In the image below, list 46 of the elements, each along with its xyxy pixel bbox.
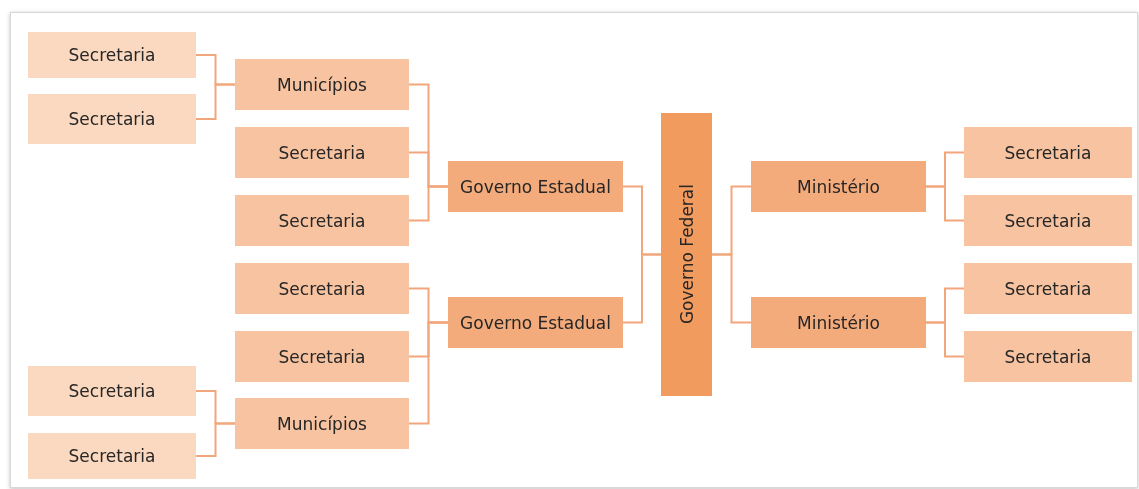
box-label: Secretaria (1004, 346, 1092, 367)
org-box (28, 94, 196, 144)
org-box (964, 195, 1132, 246)
box-label: Municípios (277, 413, 367, 434)
connector-line (408, 321, 449, 425)
box-label: Ministério (797, 312, 880, 333)
org-box (235, 331, 409, 382)
org-box (964, 263, 1132, 314)
org-box (235, 195, 409, 246)
vertical-box (661, 113, 712, 396)
connector-line (925, 185, 965, 222)
org-box (964, 127, 1132, 178)
box-label: Secretaria (1004, 210, 1092, 231)
box-label: Municípios (277, 74, 367, 95)
box-label: Governo Estadual (460, 312, 611, 333)
connector-line (711, 253, 752, 324)
org-box (28, 433, 196, 479)
org-box (448, 297, 623, 348)
box-label: Secretaria (278, 346, 366, 367)
box-label: Secretaria (278, 278, 366, 299)
org-box (235, 263, 409, 314)
box-label: Secretaria (1004, 142, 1092, 163)
box-label: Secretaria (68, 45, 156, 65)
org-box (964, 331, 1132, 382)
org-box (751, 161, 926, 212)
connector-line (195, 83, 236, 120)
org-box (751, 297, 926, 348)
org-box (235, 127, 409, 178)
org-box (235, 398, 409, 449)
box-label: Secretaria (278, 142, 366, 163)
box-label: Ministério (797, 176, 880, 197)
connector-line (195, 422, 236, 457)
org-box (28, 32, 196, 78)
box-label: Secretaria (68, 446, 156, 466)
box-label: Governo Federal (676, 184, 697, 325)
box-label: Secretaria (1004, 278, 1092, 299)
org-box (235, 59, 409, 110)
org-box (28, 366, 196, 416)
box-label: Secretaria (68, 381, 156, 401)
org-box (448, 161, 623, 212)
connector-line (622, 253, 662, 324)
box-label: Governo Estadual (460, 176, 611, 197)
connector-line (925, 321, 965, 358)
connector-line (408, 185, 449, 222)
box-label: Secretaria (278, 210, 366, 231)
box-label: Secretaria (68, 109, 156, 129)
